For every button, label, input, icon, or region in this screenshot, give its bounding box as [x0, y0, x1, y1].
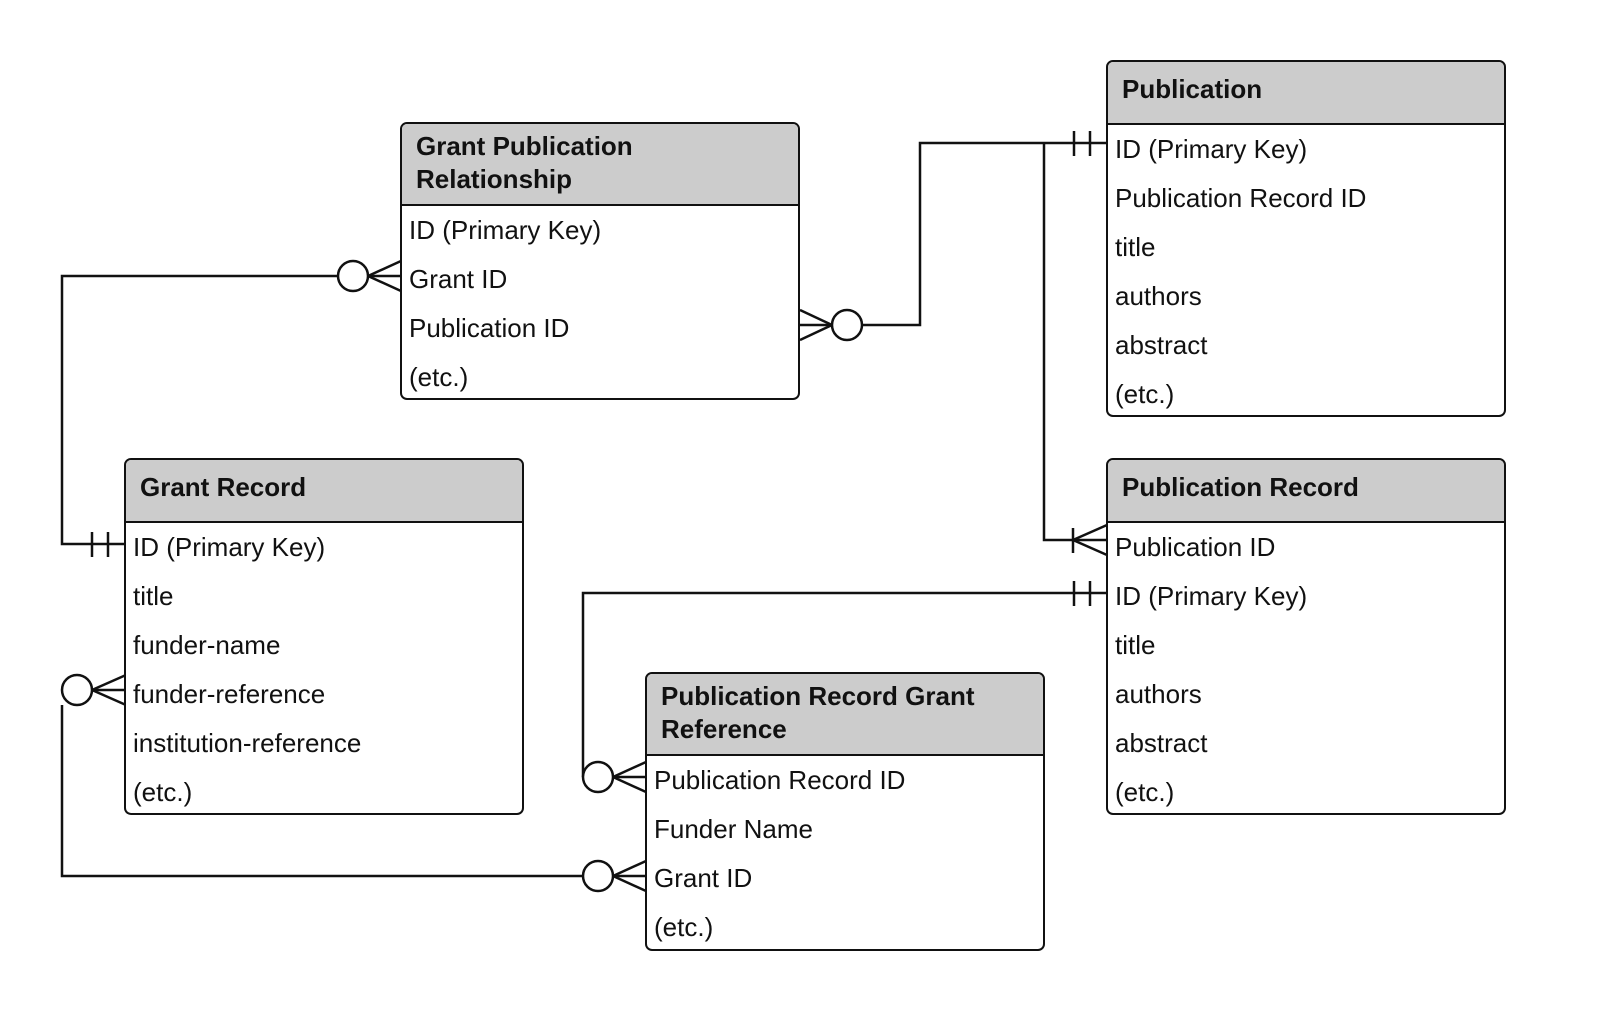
- entity-title: Publication Record: [1108, 460, 1504, 523]
- entity-grant-record[interactable]: Grant Record ID (Primary Key) title fund…: [124, 458, 524, 815]
- entity-field: Funder Name: [654, 814, 813, 844]
- entity-publication-record[interactable]: Publication Record Publication ID ID (Pr…: [1106, 458, 1506, 815]
- entity-title: Publication: [1108, 62, 1504, 125]
- entity-field: ID (Primary Key): [1115, 581, 1308, 611]
- zero-mark: [581, 760, 615, 794]
- crowfoot-mark: [367, 259, 402, 278]
- entity-publication-record-grant-reference[interactable]: Publication Record Grant Reference Publi…: [645, 672, 1045, 951]
- crowfoot-mark: [367, 274, 402, 293]
- crowfoot-mark: [612, 874, 647, 893]
- entity-field: authors: [1115, 281, 1202, 311]
- entity-field: authors: [1115, 679, 1202, 709]
- entity-field: ID (Primary Key): [1115, 134, 1308, 164]
- entity-field: title: [133, 581, 174, 611]
- link-grant-record-to-prgr: [60, 705, 583, 878]
- entity-field: Publication Record ID: [1115, 183, 1367, 213]
- entity-field: Publication Record ID: [654, 765, 906, 795]
- entity-field: title: [1115, 232, 1156, 262]
- entity-field: ID (Primary Key): [409, 215, 602, 245]
- entity-field: Publication ID: [1115, 532, 1276, 562]
- crowfoot-mark: [91, 688, 127, 707]
- entity-field: (etc.): [133, 777, 193, 807]
- link-publication-to-pub-record: [1042, 143, 1107, 542]
- zero-mark: [581, 859, 615, 893]
- entity-publication[interactable]: Publication ID (Primary Key) Publication…: [1106, 60, 1506, 417]
- entity-field: (etc.): [1115, 379, 1175, 409]
- crowfoot-mark: [612, 775, 647, 794]
- link-publication-to-gpr: [862, 141, 1107, 327]
- entity-field: Grant ID: [654, 863, 753, 893]
- crowfoot-mark: [91, 673, 127, 692]
- entity-field: abstract: [1115, 330, 1208, 360]
- crowfoot-mark: [799, 323, 833, 342]
- entity-field: funder-name: [133, 630, 281, 660]
- zero-mark: [60, 673, 94, 707]
- entity-field: abstract: [1115, 728, 1208, 758]
- crowfoot-mark: [1072, 523, 1108, 542]
- entity-title: Publication Record Grant Reference: [647, 674, 1043, 756]
- entity-grant-publication-relationship[interactable]: Grant Publication Relationship ID (Prima…: [400, 122, 800, 400]
- entity-field: title: [1115, 630, 1156, 660]
- entity-field: (etc.): [1115, 777, 1175, 807]
- crowfoot-mark: [1072, 538, 1108, 557]
- entity-field: (etc.): [409, 362, 469, 392]
- entity-title: Grant Record: [126, 460, 522, 523]
- entity-field: (etc.): [654, 912, 714, 942]
- link-pub-record-to-prgr: [581, 591, 1107, 777]
- entity-title: Grant Publication Relationship: [402, 124, 798, 206]
- crowfoot-mark: [612, 760, 647, 779]
- entity-field: funder-reference: [133, 679, 326, 709]
- crowfoot-mark: [799, 308, 833, 327]
- entity-field: institution-reference: [133, 728, 362, 758]
- link-grant-record-to-gpr: [60, 274, 338, 546]
- zero-mark: [830, 308, 864, 342]
- entity-field: Publication ID: [409, 313, 570, 343]
- entity-field: ID (Primary Key): [133, 532, 326, 562]
- crowfoot-mark: [612, 859, 647, 878]
- zero-mark: [336, 259, 370, 293]
- entity-field: Grant ID: [409, 264, 508, 294]
